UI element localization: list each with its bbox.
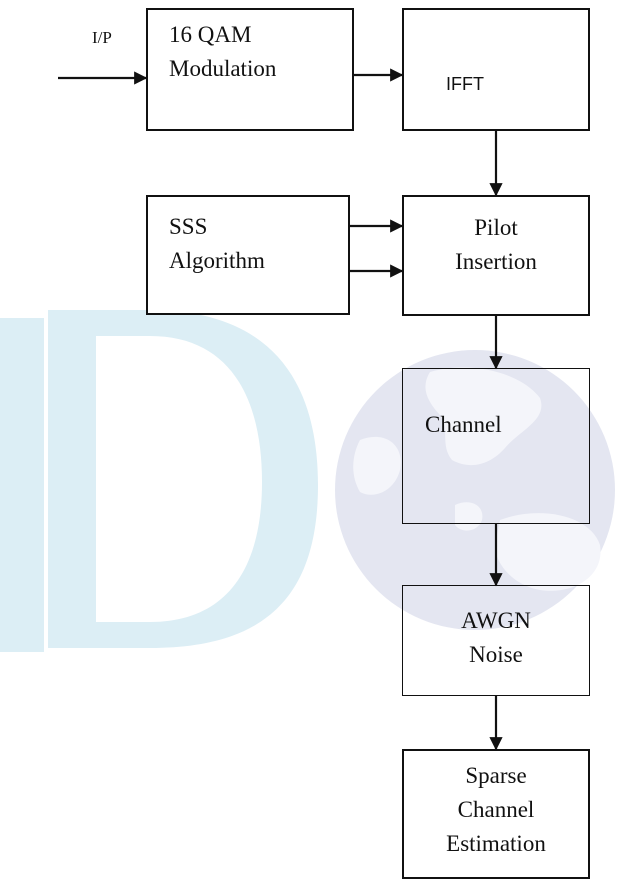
sss-algorithm-block: SSS Algorithm xyxy=(146,195,350,315)
watermark-letter-d xyxy=(0,310,318,652)
ifft-block-label: IFFT xyxy=(446,74,484,94)
sparse-channel-estimation-block: Sparse Channel Estimation xyxy=(402,749,590,879)
sparse-block-line-3: Estimation xyxy=(446,831,546,856)
sss-block-line-2: Algorithm xyxy=(169,248,265,273)
channel-block-label: Channel xyxy=(425,412,502,437)
awgn-block-line-1: AWGN xyxy=(461,608,531,633)
sparse-block-line-2: Channel xyxy=(457,797,535,822)
qam-modulation-block: 16 QAM Modulation xyxy=(146,8,354,131)
sparse-block-line-1: Sparse xyxy=(465,763,527,788)
awgn-noise-block: AWGN Noise xyxy=(402,585,590,696)
watermark-globe xyxy=(335,350,615,630)
pilot-insertion-block: Pilot Insertion xyxy=(402,195,590,316)
pilot-block-line-1: Pilot xyxy=(474,215,518,240)
qam-block-line-1: 16 QAM xyxy=(169,22,252,47)
channel-block: Channel xyxy=(402,368,590,524)
input-label: I/P xyxy=(92,28,112,47)
qam-block-line-2: Modulation xyxy=(169,56,277,81)
sss-block-line-1: SSS xyxy=(169,214,208,239)
pilot-block-line-2: Insertion xyxy=(455,249,537,274)
ifft-block: IFFT xyxy=(402,8,590,131)
awgn-block-line-2: Noise xyxy=(469,642,523,667)
